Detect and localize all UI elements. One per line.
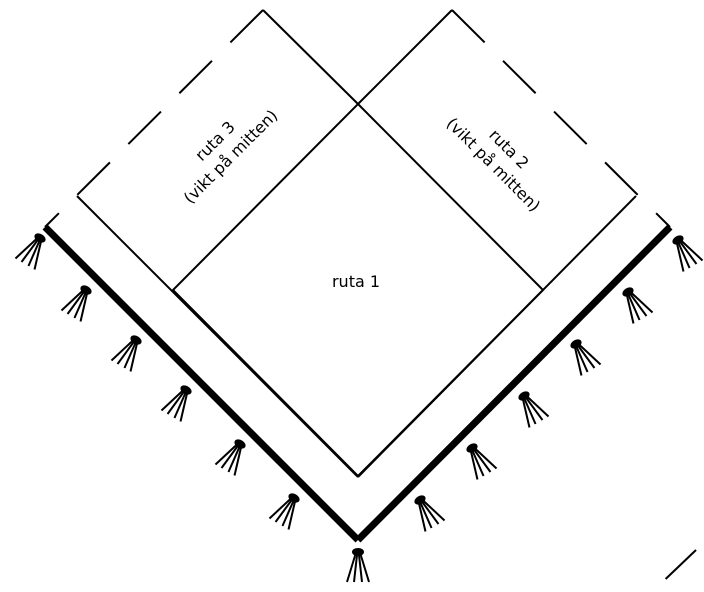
ruta2-sublabel: (vikt på mitten) [443, 114, 545, 216]
ruta2-left-edge [357, 9, 453, 105]
fringe-right-3 [570, 339, 602, 376]
fringe-group [14, 233, 704, 583]
fringe-left-1 [14, 233, 46, 270]
ruta3-label-group: ruta 3 (vikt på mitten) [180, 106, 282, 208]
ruta2-label-group: ruta 2 (vikt på mitten) [443, 114, 545, 216]
ruta3-sublabel: (vikt på mitten) [180, 106, 282, 208]
border-right [355, 224, 673, 543]
fringe-left-6 [268, 493, 300, 530]
fringe-right-2 [622, 287, 654, 324]
ruta3-right-edge [262, 9, 359, 105]
fringe-right-4 [518, 391, 550, 428]
fringe-left-5 [214, 439, 246, 476]
fringe-left-4 [160, 385, 192, 422]
fringe-right-1 [672, 235, 704, 272]
fringe-left-3 [110, 335, 142, 372]
border-left [42, 224, 361, 543]
ruta2-inner-rim [357, 195, 637, 478]
fringe-right-6 [414, 495, 446, 532]
dashed-edge-left-upper [44, 9, 264, 228]
dashed-edge-right-upper [451, 9, 671, 228]
fringe-bottom-tip [346, 548, 370, 583]
fringe-left-2 [60, 285, 92, 322]
ruta1-label: ruta 1 [332, 272, 380, 291]
ruta3-inner-rim [76, 195, 359, 478]
dashed-edge-lower-right [651, 549, 697, 592]
fringe-right-5 [466, 443, 498, 480]
